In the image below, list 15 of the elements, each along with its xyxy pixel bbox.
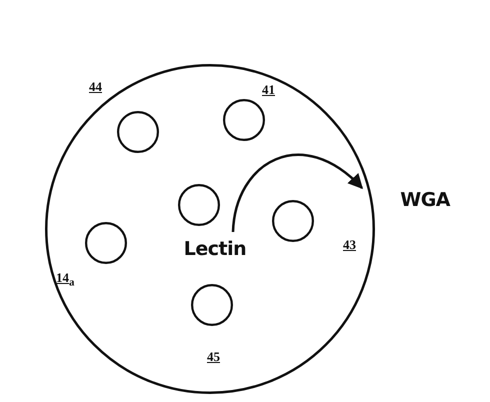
well (272, 200, 314, 242)
well-number: 43 (343, 238, 356, 251)
well (191, 284, 233, 326)
well (85, 222, 127, 264)
arrow (232, 154, 364, 232)
well (117, 111, 159, 153)
label-text: Lectin (184, 238, 246, 260)
well-number: 44 (89, 80, 102, 93)
well-number: 41 (262, 83, 275, 96)
well (178, 184, 220, 226)
well-number: 45 (207, 350, 220, 363)
agar-plate (45, 64, 375, 394)
lectin-name: WGA (400, 189, 450, 211)
well-number: 14$_{a}$ (56, 271, 74, 288)
well (223, 99, 265, 141)
